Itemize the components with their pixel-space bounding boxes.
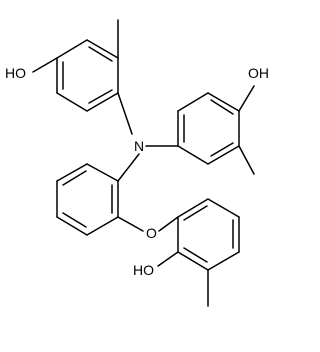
structure-diagram: HO OH N O HO [5,19,269,307]
double-bond [88,46,113,62]
double-bond [210,99,234,115]
ring-upper-right [177,92,240,165]
bond [86,216,119,236]
bond [86,92,119,112]
bond [56,163,88,182]
bond [177,145,209,165]
double-bond [62,170,87,186]
bond [86,39,119,59]
methyl-bond-upper-right [238,145,255,175]
bond [56,92,88,112]
bond-o-to-ring-bottom [158,216,179,232]
double-bond [183,205,208,221]
bond-ring-middle-to-o [117,216,144,232]
hydroxyl-label-upper-left: HO [5,65,26,81]
nitrogen-label: N [134,138,144,154]
molecule-drawing: HO OH N O HO [5,19,269,307]
bond [207,92,240,112]
bond [56,216,88,236]
bond [86,163,119,182]
ring-bottom [177,198,240,271]
bond [207,198,240,218]
hydroxyl-bond-bottom [157,251,179,267]
bond-n-to-ring-middle [117,153,140,182]
hydroxyl-bond-upper-right [238,85,255,112]
double-bond [183,247,208,263]
bond-ring-upper-left-to-n [117,92,133,135]
ether-oxygen-label: O [146,225,157,241]
double-bond [210,142,234,157]
hydroxyl-bond-upper-left [32,57,58,73]
double-bond [88,89,113,104]
bond [207,251,240,271]
double-bond [62,212,87,228]
bond [177,198,209,218]
ring-middle [56,163,119,236]
bond [207,145,240,165]
bond [177,251,209,271]
ring-upper-left [56,39,119,112]
bond [56,39,88,59]
hydroxyl-label-bottom: HO [133,262,154,278]
hydroxyl-label-upper-right: OH [248,65,269,81]
bond [177,92,209,112]
